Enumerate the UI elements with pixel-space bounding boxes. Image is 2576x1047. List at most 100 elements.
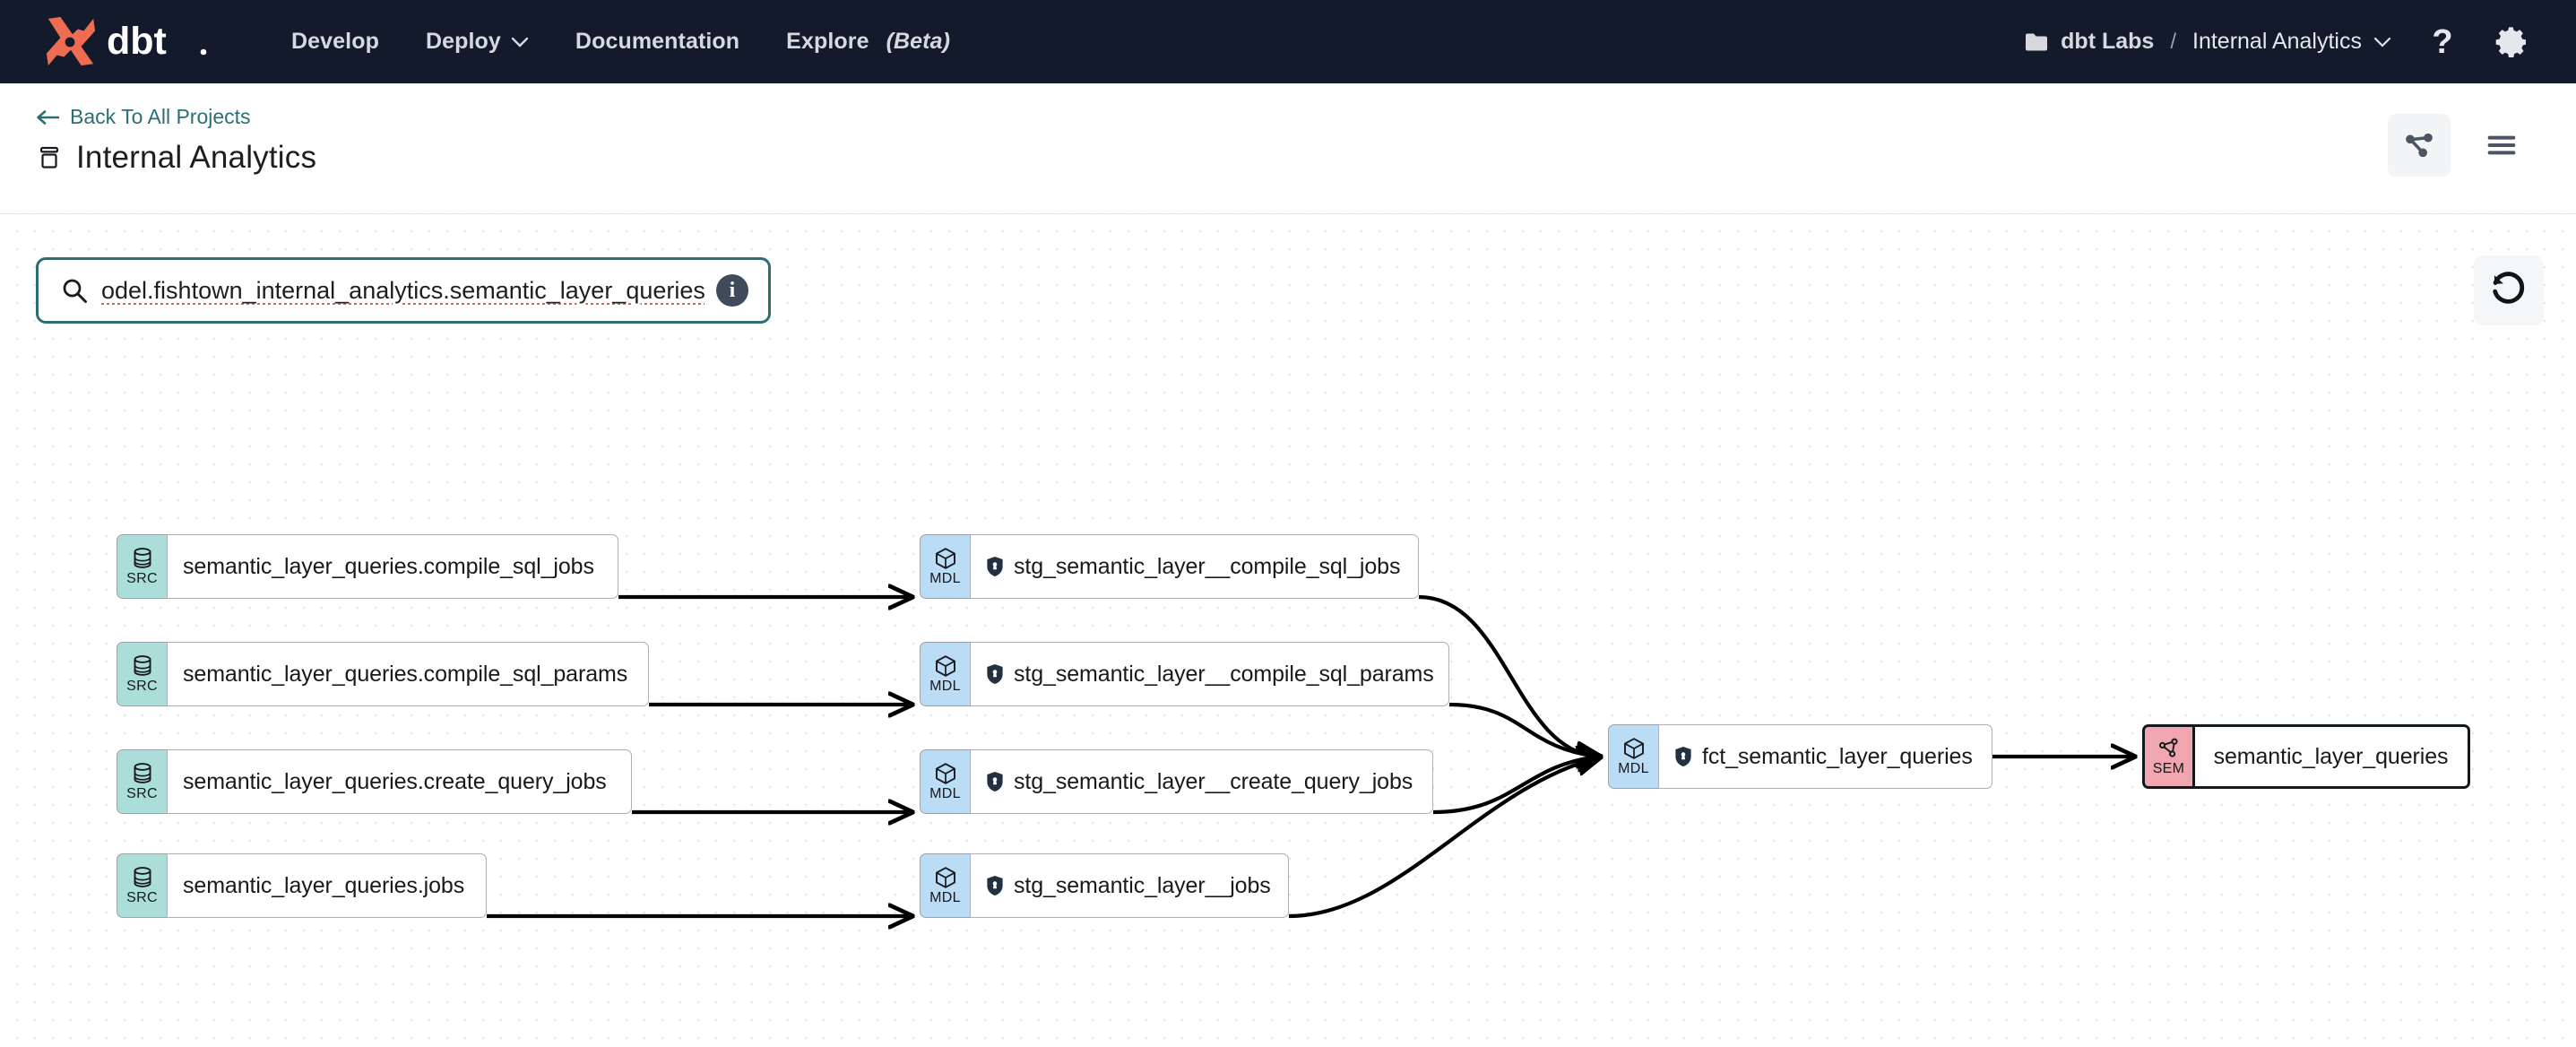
lineage-view-button[interactable] — [2388, 114, 2451, 177]
chevron-down-icon — [2373, 37, 2391, 48]
chevron-down-icon — [511, 37, 529, 48]
edge-mdl3-fct — [1432, 757, 1599, 815]
node-label: stg_semantic_layer__compile_sql_params — [1014, 661, 1434, 687]
graph-node-mdl-stg-compile-sql-jobs[interactable]: MDL stg_semantic_layer__compile_sql_jobs — [920, 534, 1419, 599]
node-kind-label: MDL — [1618, 761, 1649, 776]
database-icon — [134, 548, 151, 568]
top-navbar: dbt Develop Deploy Documentation Explore… — [0, 0, 2576, 83]
node-kind-label: MDL — [929, 679, 961, 694]
node-body: stg_semantic_layer__compile_sql_params — [970, 642, 1449, 706]
graph-node-src-jobs[interactable]: SRC semantic_layer_queries.jobs — [117, 853, 487, 918]
node-kind-label: SRC — [126, 571, 158, 586]
graph-node-src-create-query-jobs[interactable]: SRC semantic_layer_queries.create_query_… — [117, 749, 632, 814]
graph-layer: SRC semantic_layer_queries.compile_sql_j… — [0, 214, 2576, 1047]
node-label: semantic_layer_queries.compile_sql_param… — [183, 661, 628, 687]
graph-node-mdl-stg-jobs[interactable]: MDL stg_semantic_layer__jobs — [920, 853, 1289, 918]
svg-text:dbt: dbt — [107, 22, 167, 63]
node-kind-label: SRC — [126, 890, 158, 905]
help-button[interactable]: ? — [2424, 23, 2461, 61]
node-body: fct_semantic_layer_queries — [1658, 724, 1993, 789]
node-kind-badge-mdl: MDL — [920, 534, 970, 599]
breadcrumb-separator: / — [2170, 29, 2176, 54]
reset-rotate-ccw-icon — [2493, 272, 2525, 304]
org-breadcrumb[interactable]: dbt Labs — [2025, 29, 2154, 55]
nav-link-explore[interactable]: Explore (Beta) — [763, 29, 973, 55]
shield-icon — [987, 772, 1003, 792]
node-body: semantic_layer_queries.jobs — [167, 853, 487, 918]
navbar-left: dbt Develop Deploy Documentation Explore… — [43, 15, 973, 69]
node-label: semantic_layer_queries.create_query_jobs — [183, 768, 607, 794]
node-body: semantic_layer_queries.create_query_jobs — [167, 749, 632, 814]
lineage-canvas[interactable]: odel.fishtown_internal_analytics.semanti… — [0, 214, 2576, 1047]
nav-link-deploy[interactable]: Deploy — [402, 29, 552, 55]
cube-icon — [1623, 738, 1644, 759]
node-label: stg_semantic_layer__jobs — [1014, 872, 1271, 898]
info-glyph: i — [729, 278, 736, 302]
page-title-row: Internal Analytics — [36, 140, 316, 176]
page-header: Back To All Projects Internal Analytics — [0, 83, 2576, 214]
info-icon[interactable]: i — [716, 274, 748, 307]
settings-button[interactable] — [2494, 23, 2531, 61]
search-icon — [63, 279, 87, 303]
node-label: semantic_layer_queries.jobs — [183, 872, 465, 898]
project-breadcrumb[interactable]: Internal Analytics — [2192, 29, 2391, 55]
node-kind-label: SEM — [2152, 761, 2185, 776]
edge-mdl2-fct — [1448, 702, 1599, 757]
node-kind-badge-mdl: MDL — [920, 642, 970, 706]
nav-link-documentation[interactable]: Documentation — [552, 29, 763, 55]
page-header-right — [2388, 98, 2533, 177]
cube-icon — [935, 548, 955, 569]
dbt-logo-icon — [46, 16, 96, 65]
archive-icon — [39, 146, 59, 169]
graph-node-src-compile-sql-params[interactable]: SRC semantic_layer_queries.compile_sql_p… — [117, 642, 649, 706]
node-kind-badge-sem: SEM — [2142, 724, 2192, 789]
node-kind-label: MDL — [929, 786, 961, 801]
list-view-button[interactable] — [2470, 114, 2533, 177]
node-body: stg_semantic_layer__create_query_jobs — [970, 749, 1433, 814]
node-kind-badge-src: SRC — [117, 853, 167, 918]
node-label: semantic_layer_queries.compile_sql_jobs — [183, 553, 594, 579]
gear-icon — [2495, 26, 2526, 57]
search-input[interactable]: odel.fishtown_internal_analytics.semanti… — [101, 276, 705, 304]
node-label: fct_semantic_layer_queries — [1702, 743, 1973, 769]
graph-node-mdl-stg-compile-sql-params[interactable]: MDL stg_semantic_layer__compile_sql_para… — [920, 642, 1449, 706]
cube-icon — [935, 763, 955, 784]
nav-link-develop-label: Develop — [291, 29, 379, 54]
node-label: semantic_layer_queries — [2213, 743, 2449, 769]
question-mark-icon: ? — [2432, 22, 2453, 61]
back-to-all-projects-link[interactable]: Back To All Projects — [36, 105, 316, 129]
node-kind-badge-src: SRC — [117, 749, 167, 814]
org-name: dbt Labs — [2061, 29, 2155, 54]
node-label: stg_semantic_layer__compile_sql_jobs — [1014, 553, 1401, 579]
cube-icon — [935, 655, 955, 677]
node-kind-badge-mdl: MDL — [1608, 724, 1658, 789]
reset-view-button[interactable] — [2474, 255, 2544, 325]
folder-icon — [2026, 33, 2048, 50]
node-body: semantic_layer_queries.compile_sql_param… — [167, 642, 649, 706]
shield-icon — [987, 876, 1003, 896]
dbt-logo[interactable]: dbt — [43, 15, 212, 69]
nav-link-explore-beta: (Beta) — [886, 29, 951, 54]
semantic-graph-icon — [2158, 738, 2178, 757]
graph-node-src-compile-sql-jobs[interactable]: SRC semantic_layer_queries.compile_sql_j… — [117, 534, 618, 599]
arrow-left-icon — [37, 109, 59, 125]
node-kind-badge-src: SRC — [117, 642, 167, 706]
nav-link-develop[interactable]: Develop — [268, 29, 402, 55]
lineage-graph-icon — [2406, 133, 2433, 158]
dbt-wordmark-icon: dbt — [107, 22, 207, 63]
search-box[interactable]: odel.fishtown_internal_analytics.semanti… — [36, 257, 771, 324]
graph-node-mdl-stg-create-query-jobs[interactable]: MDL stg_semantic_layer__create_query_job… — [920, 749, 1433, 814]
nav-link-explore-label: Explore — [786, 29, 869, 54]
node-kind-badge-mdl: MDL — [920, 853, 970, 918]
node-body: stg_semantic_layer__compile_sql_jobs — [970, 534, 1419, 599]
hamburger-list-icon — [2487, 135, 2516, 155]
nav-link-deploy-label: Deploy — [425, 29, 501, 54]
back-link-label: Back To All Projects — [70, 105, 251, 128]
graph-node-sem-semantic-layer-queries[interactable]: SEM semantic_layer_queries — [2142, 724, 2470, 789]
node-body: stg_semantic_layer__jobs — [970, 853, 1289, 918]
node-kind-label: MDL — [929, 890, 961, 905]
node-kind-label: SRC — [126, 786, 158, 801]
project-name: Internal Analytics — [2192, 29, 2362, 54]
graph-node-mdl-fct-semantic-layer-queries[interactable]: MDL fct_semantic_layer_queries — [1608, 724, 1993, 789]
graph-edges — [487, 214, 2576, 1047]
